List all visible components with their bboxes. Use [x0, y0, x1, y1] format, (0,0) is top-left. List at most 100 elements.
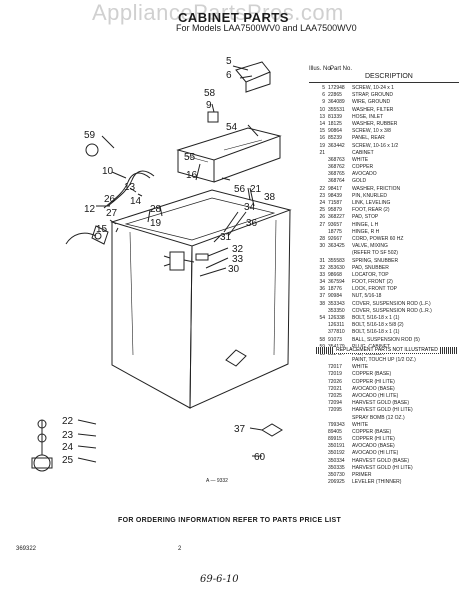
illus-no: 26 [319, 214, 325, 221]
part-description: HARVEST GOLD (BASE) [352, 400, 410, 407]
part-no: 92667 [328, 235, 342, 242]
part-description: WASHER, RUBBER [352, 120, 398, 127]
part-no: 72094 [328, 400, 342, 407]
part-no: 353350 [328, 307, 345, 314]
part-no: 363425 [328, 243, 345, 250]
illus-no: 58 [319, 336, 325, 343]
power-cord [65, 232, 97, 245]
illus-no [309, 178, 328, 185]
illus-no [309, 465, 328, 472]
part-description: PLUG, CABINET [352, 344, 461, 351]
illus-no: 34 [319, 279, 325, 286]
part-description: HINGE, R H [352, 228, 380, 235]
illus-no [309, 407, 328, 414]
part-description: AVOCADO (BASE) [352, 443, 395, 450]
part-no: 98439 [328, 192, 342, 199]
callout-59: 59 [84, 130, 96, 141]
part-description: BOLT, 5/16-18 x 1 (1) [352, 329, 400, 336]
illus-no: 54 [319, 315, 325, 321]
part-description: VALVE, MIXING [352, 243, 388, 250]
part-description: CORD, POWER 60 HZ [352, 235, 404, 242]
callout-10: 10 [102, 166, 114, 177]
callout-30: 30 [228, 264, 240, 275]
illus-no [309, 479, 328, 486]
part-no: 799343 [328, 421, 345, 428]
part-no: 353630 [328, 264, 345, 271]
part-description: LEVELER (THINNER) [352, 479, 402, 486]
callout-13: 13 [124, 182, 136, 193]
part-description: HARVEST GOLD (HI LITE) [352, 464, 413, 471]
callout-37: 37 [234, 424, 246, 435]
illus-no: 38 [319, 300, 325, 307]
part-description: COPPER (HI LITE) [352, 436, 395, 443]
illus-no: 37 [319, 293, 325, 300]
part-description: LOCK, FRONT TOP [352, 286, 398, 293]
illus-no: 15 [319, 128, 325, 135]
part-no: 350730 [328, 472, 345, 478]
callout-33: 33 [232, 254, 244, 265]
illus-no: 24 [319, 200, 325, 206]
part-no: 355583 [328, 257, 345, 264]
callout-55: 55 [184, 152, 196, 163]
illus-no [309, 400, 328, 407]
callout-19: 19 [150, 218, 162, 229]
page-title: CABINET PARTS [178, 10, 289, 25]
part-no: 367594 [328, 279, 345, 286]
part-description: WHITE [352, 421, 369, 428]
callout-32: 32 [232, 244, 244, 255]
part-description: SPRAY BOMB (12 OZ.) [352, 414, 405, 421]
part-no: 126338 [328, 315, 345, 321]
part-description: CABINET [352, 149, 374, 156]
part-no [328, 415, 352, 422]
callout-28: 28 [150, 204, 162, 215]
part-description: PANEL, REAR [352, 135, 385, 142]
illus-no: 59 [309, 344, 328, 351]
part-no: 85239 [328, 135, 342, 142]
illus-no: 13 [319, 113, 325, 120]
header-description: DESCRIPTION [365, 73, 413, 80]
callout-36: 36 [246, 218, 258, 229]
illus-no: 36 [319, 286, 325, 293]
part-no: 72017 [328, 364, 342, 371]
part-no [328, 250, 352, 257]
illus-no: 10 [319, 106, 325, 113]
callout-22: 22 [62, 416, 74, 427]
illus-no [309, 171, 328, 178]
part-no: 377810 [328, 329, 345, 336]
part-no: 368227 [328, 214, 345, 221]
part-description: WIRE, GROUND [352, 99, 391, 106]
part-description: GOLD [352, 178, 367, 185]
part-description: SCREW, 10-16 x 1/2 [352, 142, 399, 149]
part-no: 89405 [328, 428, 342, 435]
illus-no: 32 [319, 264, 325, 271]
illus-no [309, 472, 328, 479]
part-description: HOSE, INLET [352, 113, 384, 120]
part-description: PAD, SNUBBER [352, 264, 389, 271]
illus-no: 31 [319, 257, 325, 264]
illus-no [309, 386, 328, 393]
part-description: PIN, KNURLED [352, 192, 388, 199]
part-description: STRAP, GROUND [352, 92, 394, 99]
part-no: 355531 [328, 106, 345, 113]
